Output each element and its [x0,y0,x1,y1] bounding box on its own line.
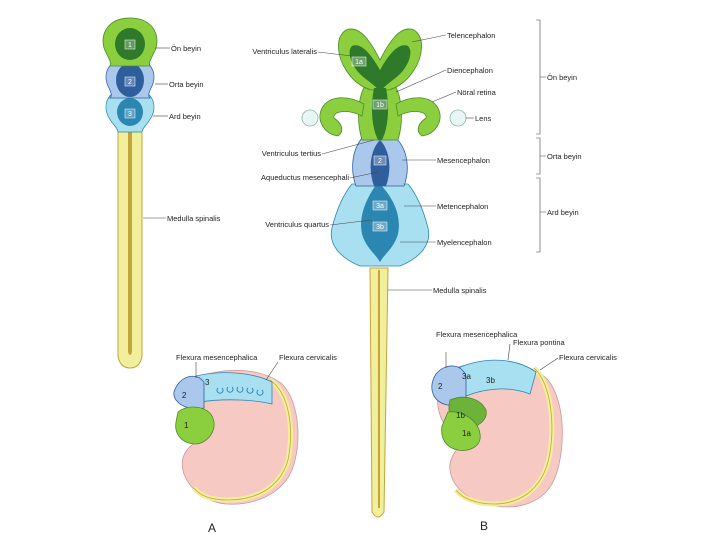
a-label-on-beyin: Ön beyin [171,44,201,53]
b-side-number-1a: 1a [462,429,471,438]
a-hindbrain-cavity [117,98,143,126]
a-side-label-flexura-cervicalis: Flexura cervicalis [279,353,337,362]
b-label-ventriculus-lateralis: Ventriculus lateralis [252,47,317,56]
a-forebrain-cavity [115,28,145,60]
a-side-rhombomeres [216,386,264,396]
b-side-number-1b: 1b [456,411,465,420]
b-left-optic-stalk [319,97,365,137]
a-label-orta-beyin: Orta beyin [169,80,204,89]
b-number-1a: 1a [355,59,363,66]
a-side-midbrain [173,375,205,410]
a-side-number-1: 1 [184,421,189,430]
b-bracket-label-ard-beyin: Ard beyin [547,208,579,217]
figure-b-vesicle-stage: 1a 1b 2 3a 3b Ventriculus lateralis Vent… [252,19,582,518]
b-label-mesencephalon: Mesencephalon [437,156,490,165]
figure-b-side-view: 2 3a 3b 1b 1a Flexura mesencephalica Fle… [431,330,617,533]
b-label-aqueductus: Aqueductus mesencephali [261,173,349,182]
b-number-1b: 1b [376,102,384,109]
b-number-2: 2 [378,158,382,165]
b-label-myelencephalon: Myelencephalon [437,238,492,247]
b-bracket-orta-beyin [536,137,546,175]
b-left-lens [301,109,319,127]
a-side-number-3: 3 [205,378,210,387]
b-label-ventriculus-quartus: Ventriculus quartus [265,220,329,229]
b-bracket-label-orta-beyin: Orta beyin [547,152,582,161]
b-number-3a: 3a [376,203,384,210]
a-label-ard-beyin: Ard beyin [169,112,201,121]
figure-a-vesicle-stage: 1 2 3 Ön beyin Orta beyin Ard beyin Medu… [102,17,221,369]
a-label-medulla-spinalis: Medulla spinalis [167,214,221,223]
b-label-telencephalon: Telencephalon [447,31,495,40]
b-bracket-on-beyin [536,19,546,135]
b-side-number-3b: 3b [486,376,495,385]
b-label-metencephalon: Metencephalon [437,202,488,211]
a-side-number-2: 2 [182,391,187,400]
b-side-number-3a: 3a [462,372,471,381]
a-number-2: 2 [128,79,132,86]
b-label-medulla-spinalis: Medulla spinalis [433,286,487,295]
b-label-noral-retina: Nöral retina [457,88,497,97]
b-label-ventriculus-tertius: Ventriculus tertius [262,149,321,158]
a-number-1: 1 [128,42,132,49]
b-third-ventricle [371,88,389,140]
b-right-lens [449,109,467,127]
b-bracket-ard-beyin [536,177,546,253]
a-side-forebrain [175,406,215,445]
b-number-3b: 3b [376,224,384,231]
a-midbrain-cavity [116,63,144,97]
b-side-number-2: 2 [438,382,443,391]
b-side-hindbrain [457,359,537,397]
b-label-lens: Lens [475,114,492,123]
a-side-label-flexura-mesencephalica: Flexura mesencephalica [176,353,258,362]
b-side-label-flexura-cervicalis: Flexura cervicalis [559,353,617,362]
figure-b-letter: B [480,519,488,533]
b-side-label-flexura-pontina: Flexura pontina [513,338,566,347]
a-side-hindbrain [195,372,273,405]
b-right-optic-stalk [395,97,441,137]
b-bracket-label-on-beyin: Ön beyin [547,73,577,82]
b-side-label-flexura-mesencephalica: Flexura mesencephalica [436,330,518,339]
figure-a-letter: A [208,521,216,535]
b-side-telencephalon [441,411,481,451]
b-label-diencephalon: Diencephalon [447,66,493,75]
a-spinal-canal [128,130,132,355]
figure-a-side-view: 3 2 1 Flexura mesencephalica Flexura cer… [173,353,337,535]
b-aqueduct [370,140,390,186]
a-number-3: 3 [128,111,132,118]
